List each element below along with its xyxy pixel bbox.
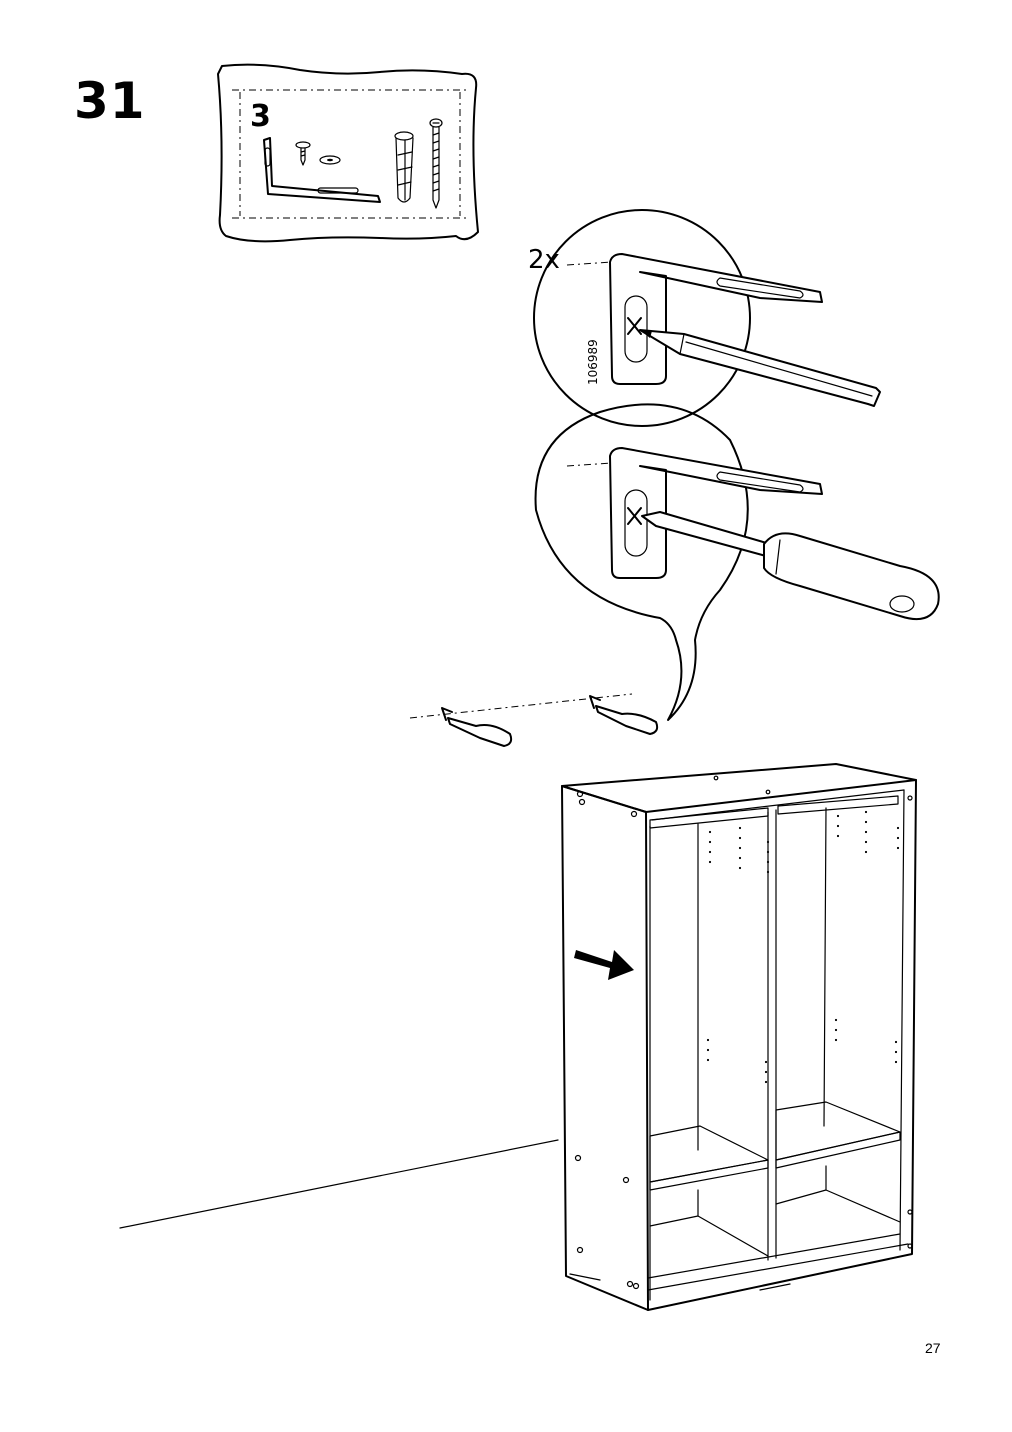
mark-position-callout: 2x 106989 [528,209,881,427]
screwdriver-icon [641,511,940,620]
shelf-peg-holes [706,810,900,1084]
small-screw-part [295,141,311,166]
l-bracket-part [263,137,381,203]
pre-drill-callout [534,403,940,721]
step-number: 31 [74,72,146,130]
wardrobe [119,763,917,1311]
wall-plug-part [394,131,414,203]
screw-holes [574,775,913,1290]
page-number: 27 [925,1340,941,1356]
parts-bag: 3 [217,63,479,243]
right-bracket-small [589,695,659,735]
washer-part [319,155,341,165]
long-screw-part [429,118,443,209]
push-direction-arrow [574,950,634,980]
multiplier-label: 2x [528,245,560,275]
parts-quantity: 3 [250,99,271,134]
wall-brackets-overview [409,693,659,747]
pencil-icon [639,329,881,407]
left-bracket-small [441,707,513,747]
part-code-label: 106989 [586,339,600,385]
